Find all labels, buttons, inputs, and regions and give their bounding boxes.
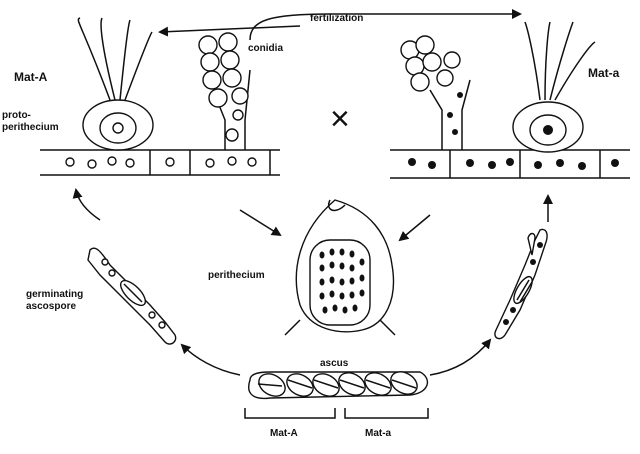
label-fertilization: fertilization	[310, 13, 364, 24]
right-conidiophore	[400, 35, 471, 150]
label-mat-a: Mat-a	[588, 66, 620, 80]
label-germinating-line1: germinating	[26, 289, 84, 300]
left-hypha	[40, 149, 280, 176]
label-ascus: ascus	[320, 358, 349, 369]
perithecium-spores	[319, 248, 365, 314]
label-protoperithecium-line1: proto-	[2, 110, 31, 121]
ascus-brackets	[244, 408, 429, 419]
fertilization-arrow	[249, 9, 522, 41]
right-hypha-nuclei	[408, 158, 619, 170]
left-hypha-nuclei	[65, 156, 257, 169]
arrow-ascus-to-right	[429, 338, 492, 376]
right-germinating-ascospore	[494, 228, 548, 340]
label-perithecium: perithecium	[208, 270, 265, 281]
fertilization-arrow-left	[158, 25, 301, 37]
arrow-right-to-perithecium	[398, 214, 431, 242]
label-germinating-line2: ascospore	[26, 301, 77, 312]
left-conidiophore	[198, 32, 251, 150]
label-mat-A: Mat-A	[14, 70, 48, 84]
arrow-germination-left	[72, 188, 101, 221]
label-ascus-mat-a: Mat-a	[365, 428, 392, 439]
left-protoperithecium	[77, 17, 154, 151]
arrow-ascus-to-left	[180, 343, 241, 376]
label-protoperithecium-line2: perithecium	[2, 122, 59, 133]
right-hypha	[390, 149, 630, 179]
arrow-left-to-perithecium	[239, 209, 282, 237]
ascospores-mat-a	[338, 371, 418, 396]
perithecium	[284, 199, 396, 336]
left-germinating-ascospore	[87, 247, 177, 345]
label-conidia: conidia	[248, 43, 284, 54]
right-protoperithecium	[512, 21, 596, 153]
cross-mark: ×	[330, 100, 350, 138]
label-ascus-mat-A: Mat-A	[270, 428, 298, 439]
ascus	[248, 371, 429, 400]
